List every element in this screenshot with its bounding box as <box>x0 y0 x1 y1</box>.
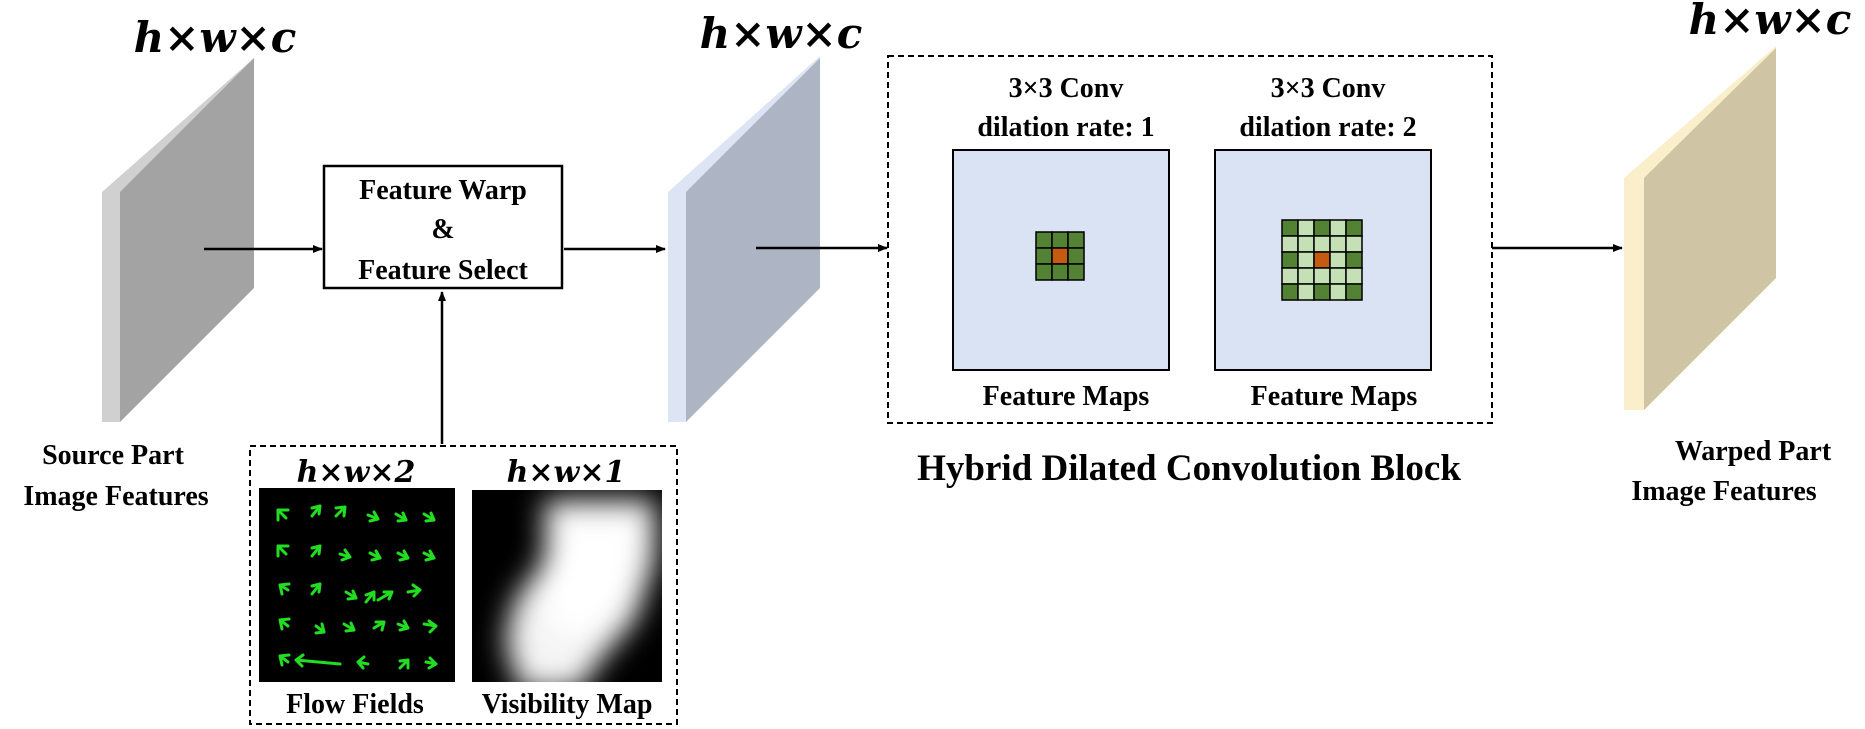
intermediate-feature-block <box>668 56 820 422</box>
flow-fields-label: Flow Fields <box>286 689 424 720</box>
hdc-dashed-box <box>887 55 1493 424</box>
flow-arrows <box>276 504 438 670</box>
intermediate-slab-front <box>686 58 820 422</box>
kernel-cell <box>1035 247 1053 265</box>
kernel-cell <box>1297 267 1315 285</box>
source-slab-side <box>102 58 254 192</box>
output-feature-block <box>1624 46 1776 410</box>
source-slab-front <box>120 58 254 422</box>
kernel-cell <box>1281 283 1299 301</box>
conv1-line2: dilation rate: 1 <box>977 112 1154 143</box>
kernel-cell <box>1051 247 1069 265</box>
kernel-cell <box>1067 231 1085 249</box>
output-dims-label: h×w×c <box>1689 0 1852 44</box>
kernel-cell <box>1297 219 1315 237</box>
source-label-line1: Source Part <box>42 440 184 471</box>
feature-warp-box <box>322 164 564 290</box>
kernel-dilation-1 <box>1035 231 1085 281</box>
warp-line1: Feature Warp <box>359 175 527 206</box>
kernel-cell <box>1281 235 1299 253</box>
output-label-line2: Image Features <box>1631 476 1816 507</box>
output-slab-side <box>1624 46 1776 178</box>
kernel-cell <box>1345 283 1363 301</box>
flow-dims-label: h×w×2 <box>297 455 416 490</box>
kernel-cell <box>1297 235 1315 253</box>
source-label-line2: Image Features <box>23 481 208 512</box>
kernel-cell <box>1313 235 1331 253</box>
kernel-cell <box>1051 263 1069 281</box>
kernel-cell <box>1345 235 1363 253</box>
output-slab-front <box>1644 48 1776 410</box>
source-dims-label: h×w×c <box>134 13 297 62</box>
kernel-cell <box>1313 267 1331 285</box>
kernel-cell <box>1281 219 1299 237</box>
output-slab-edge <box>1624 178 1644 410</box>
kernel-cell <box>1329 219 1347 237</box>
conv1-line1: 3×3 Conv <box>1009 73 1124 104</box>
hdc-title: Hybrid Dilated Convolution Block <box>917 448 1461 489</box>
kernel-cell <box>1345 219 1363 237</box>
kernel-cell <box>1329 235 1347 253</box>
kernel-cell <box>1345 267 1363 285</box>
kernel-cell <box>1297 251 1315 269</box>
kernel-cell <box>1297 283 1315 301</box>
kernel-cell <box>1067 263 1085 281</box>
kernel-cell <box>1329 251 1347 269</box>
intermediate-dims-label: h×w×c <box>700 9 863 58</box>
inputs-dashed-box <box>249 445 678 725</box>
kernel-cell <box>1313 283 1331 301</box>
visibility-dims-label: h×w×1 <box>507 455 626 490</box>
source-feature-block <box>102 58 254 422</box>
feature-map-1-label: Feature Maps <box>983 381 1150 412</box>
visibility-map-image <box>472 490 662 682</box>
feature-map-2-label: Feature Maps <box>1251 381 1418 412</box>
visibility-map-label: Visibility Map <box>482 689 653 720</box>
kernel-cell <box>1313 219 1331 237</box>
output-label-line1: Warped Part <box>1675 436 1832 467</box>
flow-field-image <box>259 488 455 682</box>
intermediate-slab-side <box>668 56 820 192</box>
kernel-cell <box>1067 247 1085 265</box>
kernel-cell <box>1281 267 1299 285</box>
warp-line3: Feature Select <box>358 255 528 286</box>
source-slab-edge <box>102 192 120 422</box>
warp-line2: & <box>431 214 454 245</box>
kernel-cell <box>1329 283 1347 301</box>
kernel-cell <box>1345 251 1363 269</box>
kernel-cell <box>1051 231 1069 249</box>
conv2-line2: dilation rate: 2 <box>1239 112 1416 143</box>
kernel-cell <box>1035 231 1053 249</box>
intermediate-slab-edge <box>668 192 686 422</box>
kernel-cell <box>1281 251 1299 269</box>
kernel-dilation-2 <box>1281 219 1363 301</box>
kernel-cell <box>1313 251 1331 269</box>
conv2-line1: 3×3 Conv <box>1271 73 1386 104</box>
kernel-cell <box>1329 267 1347 285</box>
kernel-cell <box>1035 263 1053 281</box>
